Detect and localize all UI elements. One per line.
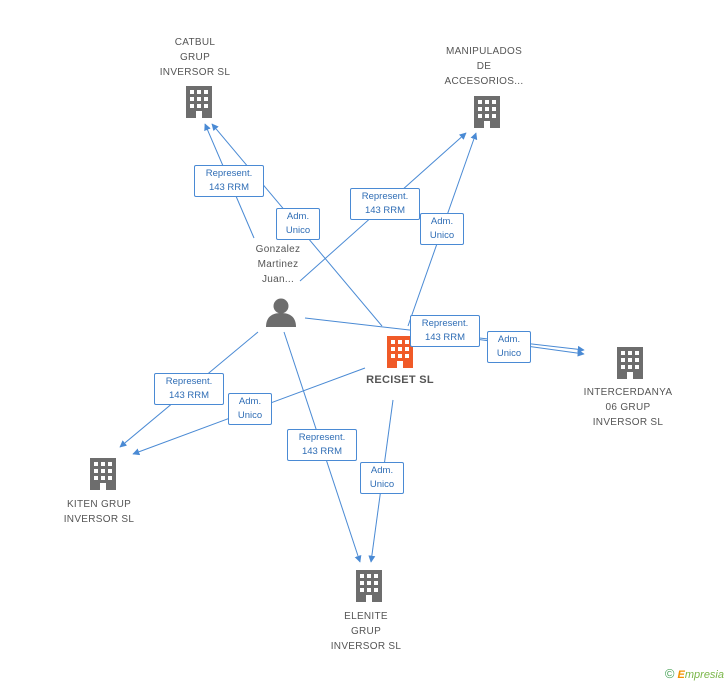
edge-label-adm-manip[interactable]: Adm. Unico bbox=[420, 213, 464, 245]
edge-label-rep-inter[interactable]: Represent. 143 RRM bbox=[410, 315, 480, 347]
edge-label-rep-kiten[interactable]: Represent. 143 RRM bbox=[154, 373, 224, 405]
node-label-reciset[interactable]: RECISET SL bbox=[366, 374, 434, 386]
node-label-catbul[interactable]: CATBUL GRUP INVERSOR SL bbox=[159, 37, 231, 78]
brand-logo-text: mpresia bbox=[684, 669, 724, 681]
building-icon-manipulados bbox=[474, 96, 500, 128]
person-icon bbox=[266, 298, 296, 327]
building-icon-elenite bbox=[356, 570, 382, 602]
copyright-icon: © bbox=[664, 666, 675, 681]
empresia-watermark: © Empresia bbox=[665, 666, 724, 681]
edge-label-rep-manip[interactable]: Represent. 143 RRM bbox=[350, 188, 420, 220]
building-icon-catbul bbox=[186, 86, 212, 118]
node-label-elenite[interactable]: ELENITE GRUP INVERSOR SL bbox=[330, 611, 402, 652]
brand-logo-letter: E bbox=[677, 669, 685, 681]
building-icon-intercerdanya bbox=[617, 347, 643, 379]
edge-label-rep-catbul[interactable]: Represent. 143 RRM bbox=[194, 165, 264, 197]
node-label-kiten[interactable]: KITEN GRUP INVERSOR SL bbox=[63, 499, 135, 525]
edge-label-rep-elenite[interactable]: Represent. 143 RRM bbox=[287, 429, 357, 461]
edge-label-adm-catbul[interactable]: Adm. Unico bbox=[276, 208, 320, 240]
edge-label-adm-kiten[interactable]: Adm. Unico bbox=[228, 393, 272, 425]
building-icon-kiten bbox=[90, 458, 116, 490]
node-label-manipulados[interactable]: MANIPULADOS DE ACCESORIOS... bbox=[444, 46, 524, 87]
node-label-intercerdanya[interactable]: INTERCERDANYA 06 GRUP INVERSOR SL bbox=[583, 387, 673, 428]
edge-label-adm-inter[interactable]: Adm. Unico bbox=[487, 331, 531, 363]
edge-label-adm-elenite[interactable]: Adm. Unico bbox=[360, 462, 404, 494]
node-label-person[interactable]: Gonzalez Martinez Juan... bbox=[255, 244, 301, 285]
